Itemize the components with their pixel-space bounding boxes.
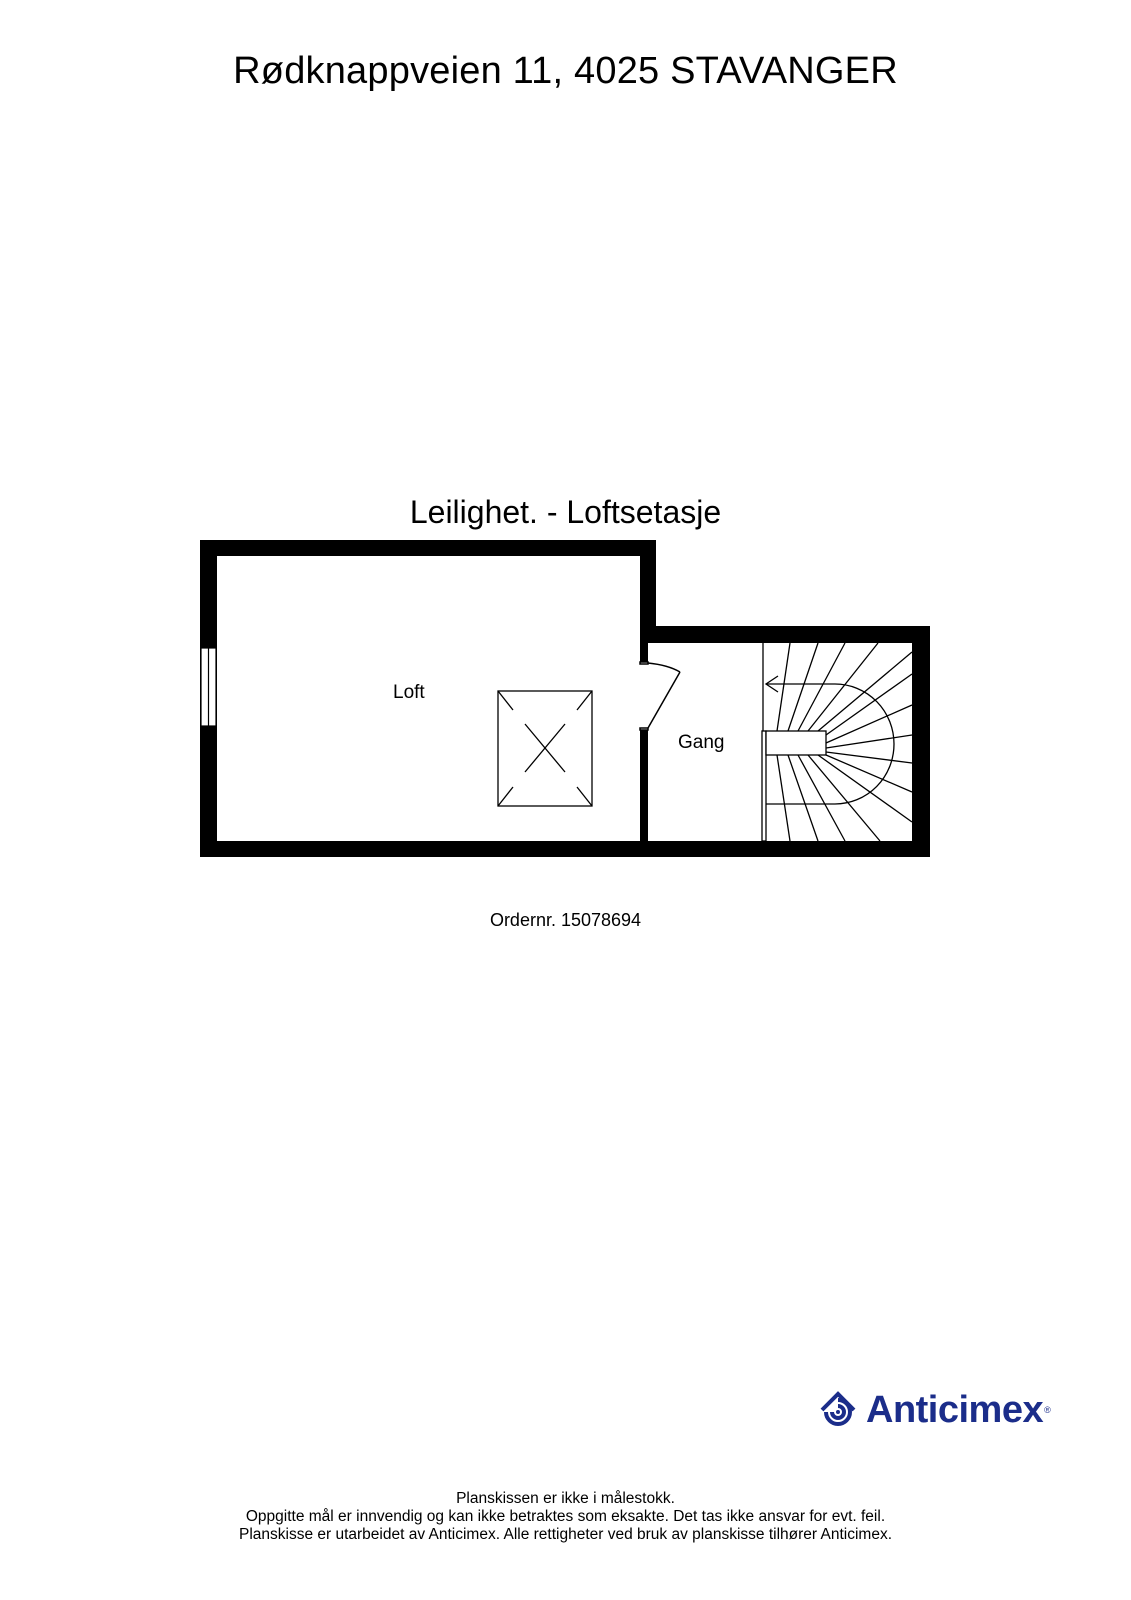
room-label-loft: Loft bbox=[393, 682, 425, 703]
floor-title: Leilighet. - Loftsetasje bbox=[409, 494, 722, 530]
walls bbox=[200, 540, 930, 857]
disclaimer-line: Oppgitte mål er innvendig og kan ikke be… bbox=[245, 1508, 886, 1525]
document-title: Rødknappveien 11, 4025 STAVANGER bbox=[233, 50, 898, 92]
door bbox=[639, 661, 681, 731]
order-number: Ordernr. 15078694 bbox=[489, 910, 642, 930]
room-label-gang: Gang bbox=[678, 732, 725, 753]
anticimex-logo: Anticimex ® bbox=[816, 1388, 1051, 1432]
disclaimer: Planskissen er ikke i målestokk. Oppgitt… bbox=[0, 1490, 1131, 1544]
anticimex-swirl-icon bbox=[820, 1391, 856, 1426]
disclaimer-line: Planskissen er ikke i målestokk. bbox=[456, 1490, 675, 1507]
logo-text: Anticimex bbox=[866, 1388, 1044, 1431]
floor-plan bbox=[200, 540, 930, 857]
staircase bbox=[761, 642, 913, 842]
skylight bbox=[497, 690, 593, 807]
window bbox=[200, 647, 217, 727]
registered-mark: ® bbox=[1044, 1405, 1051, 1415]
disclaimer-line: Planskisse er utarbeidet av Anticimex. A… bbox=[238, 1526, 892, 1543]
